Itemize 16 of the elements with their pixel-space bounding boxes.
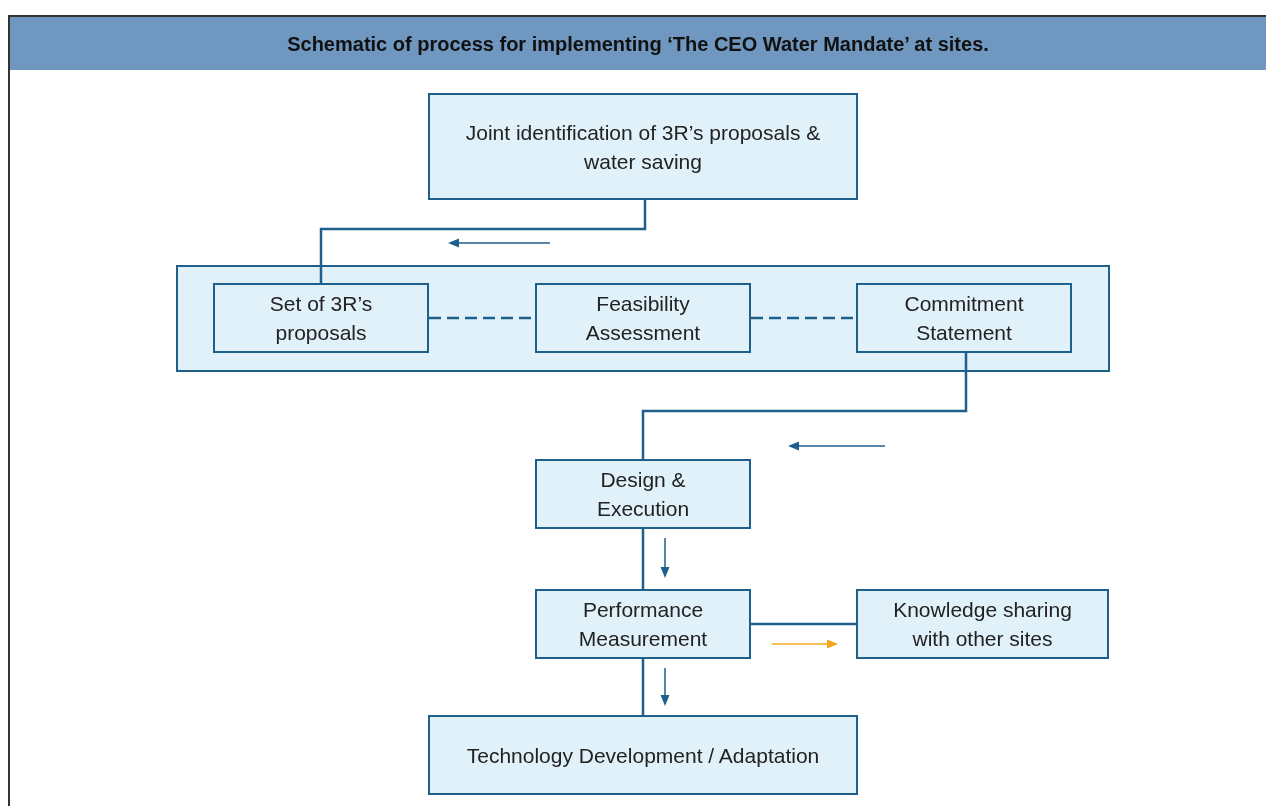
group-band xyxy=(176,265,1110,372)
process-box: Knowledge sharing with other sites xyxy=(856,589,1109,659)
process-box: Design & Execution xyxy=(535,459,751,529)
process-box: Set of 3R’s proposals xyxy=(213,283,429,353)
process-box: Performance Measurement xyxy=(535,589,751,659)
connector-line xyxy=(641,659,645,715)
title-bar: Schematic of process for implementing ‘The CEO Water Mandate’ at sites. xyxy=(10,17,1266,70)
process-box: Technology Development / Adaptation xyxy=(428,715,858,795)
connector-line xyxy=(641,529,645,589)
process-box: Feasibility Assessment xyxy=(535,283,751,353)
dashed-connector xyxy=(751,316,856,320)
connector-line xyxy=(641,353,968,459)
connector-line xyxy=(751,622,856,626)
connector-line xyxy=(319,200,647,283)
process-box: Joint identification of 3R’s proposals & water saving xyxy=(428,93,858,200)
process-box: Commitment Statement xyxy=(856,283,1072,353)
